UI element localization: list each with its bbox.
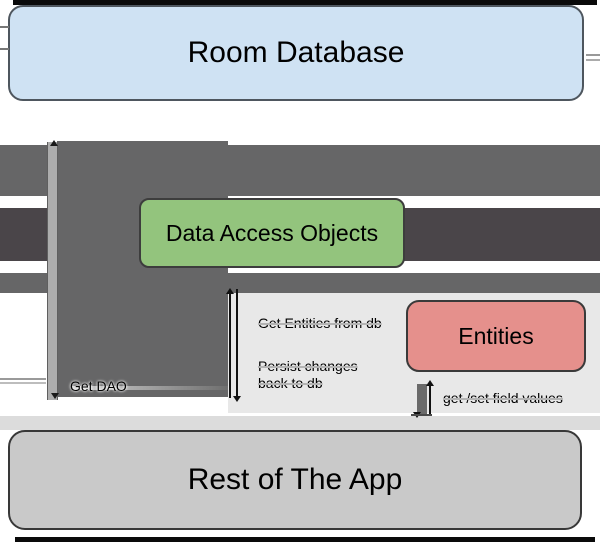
entities-node: Entities	[406, 300, 586, 372]
artifact-line	[0, 48, 9, 50]
letterbox-bar-top	[13, 0, 597, 5]
down-arrow-line	[236, 289, 238, 396]
up-arrow-line	[229, 292, 231, 398]
get-set-arrow-shaft	[417, 384, 427, 414]
letterbox-bar-bottom	[15, 537, 595, 542]
light-horizontal-band	[0, 416, 600, 430]
artifact-line	[0, 378, 46, 380]
entities-label: Entities	[458, 322, 534, 349]
edge-label-get-entities: Get Entities from db	[258, 315, 382, 331]
get-set-arrow-line	[429, 383, 431, 415]
arrow-down-icon	[233, 396, 241, 402]
artifact-line	[0, 382, 46, 384]
rest-of-app-node: Rest of The App	[8, 430, 582, 530]
arrow-down-icon	[51, 393, 59, 399]
get-set-arrow-base-line	[411, 414, 432, 416]
artifact-line	[586, 59, 600, 61]
edge-label-persist-changes: Persist changes back to db	[258, 358, 358, 391]
edge-label-get-dao: Get DAO	[70, 378, 127, 394]
arrow-up-icon	[226, 288, 234, 294]
data-access-objects-node: Data Access Objects	[139, 198, 405, 268]
artifact-line	[586, 54, 600, 56]
arrow-up-icon	[50, 140, 58, 146]
thick-arrow-vertical-block	[57, 141, 228, 397]
get-dao-connector-line	[72, 386, 228, 390]
rest-of-app-label: Rest of The App	[187, 463, 403, 496]
arrow-up-icon	[426, 380, 434, 386]
edge-label-get-set-field-values: get /set field values	[443, 390, 563, 406]
room-database-node: Room Database	[8, 5, 584, 101]
data-access-objects-label: Data Access Objects	[165, 219, 379, 246]
room-database-label: Room Database	[187, 36, 405, 69]
artifact-line	[0, 26, 9, 28]
get-dao-arrow-shaft	[47, 142, 58, 400]
